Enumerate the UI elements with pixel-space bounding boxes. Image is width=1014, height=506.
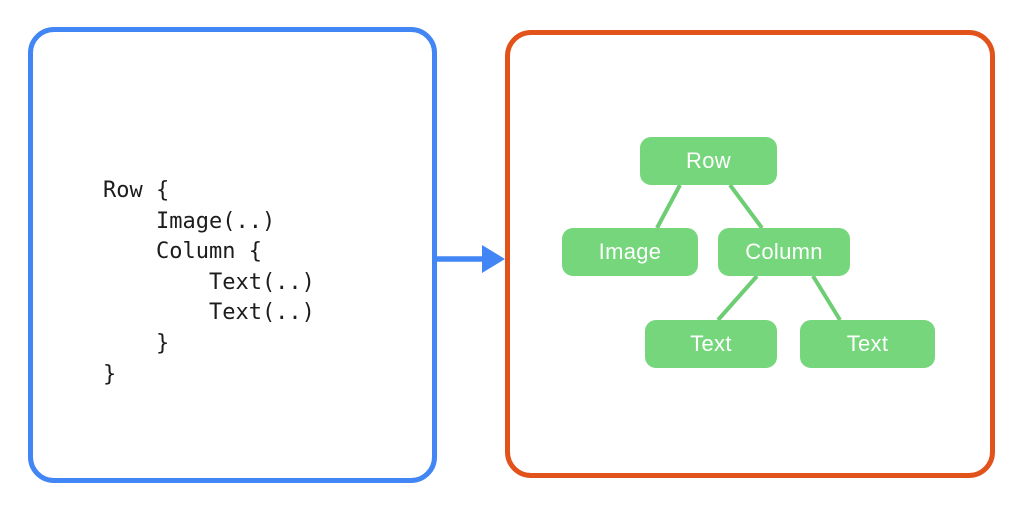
tree-node-column: Column [718, 228, 850, 276]
edge-row-image [655, 184, 682, 229]
code-line: Column { [103, 239, 262, 265]
code-panel: Row { Image(..) Column { Text(..) Text(.… [28, 27, 437, 483]
tree-node-text-1: Text [645, 320, 777, 368]
tree-node-row: Row [640, 137, 777, 185]
code-line: Row { [103, 178, 170, 203]
code-line: Text(..) [103, 300, 315, 326]
tree-edges [655, 183, 842, 322]
tree-node-text-2: Text [800, 320, 935, 368]
arrow-right-icon [437, 245, 505, 273]
tree-node-image: Image [562, 228, 698, 276]
code-line: } [103, 330, 170, 356]
edge-row-column [728, 183, 764, 230]
code-line: Image(..) [103, 208, 276, 234]
tree-panel: Row Image Column Text Text [505, 30, 995, 478]
edge-column-text1 [716, 274, 759, 322]
code-line: } [103, 361, 117, 387]
code-block: Row { Image(..) Column { Text(..) Text(.… [103, 176, 315, 390]
edge-column-text2 [811, 274, 842, 322]
code-line: Text(..) [103, 269, 315, 295]
